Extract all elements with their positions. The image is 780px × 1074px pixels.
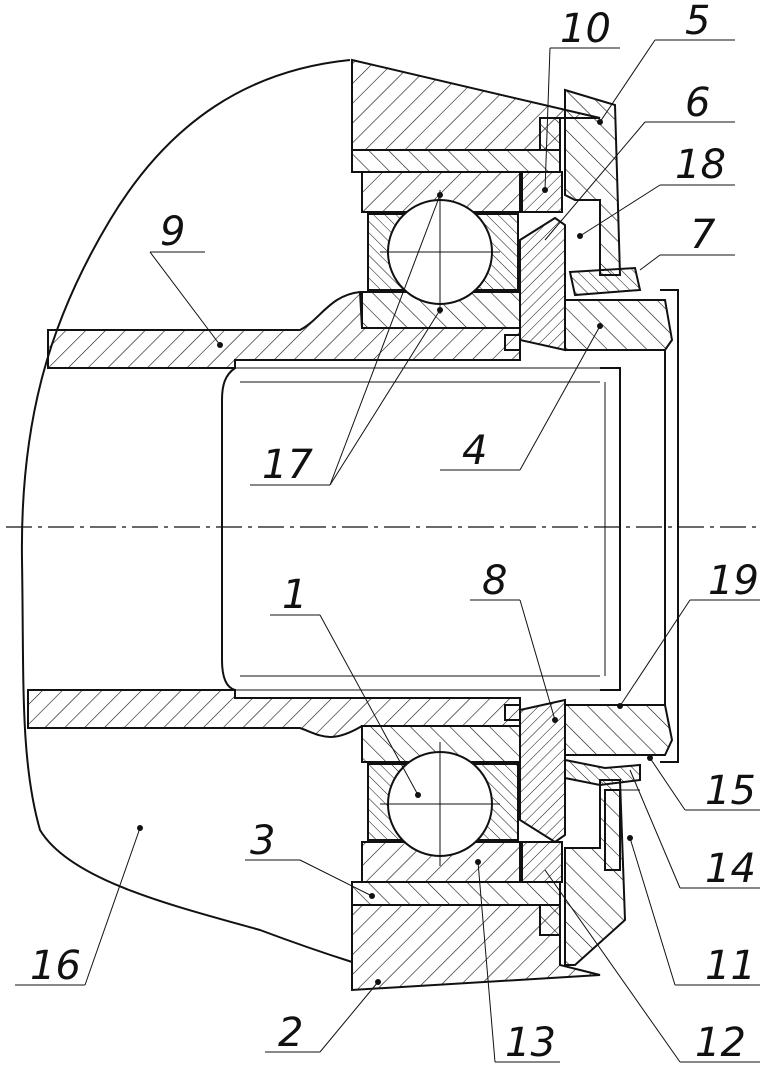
end-plate [660,289,679,763]
bearing-outer-race-top [361,171,521,213]
leader-dots [137,119,653,985]
seal-lip-bottom [504,704,521,721]
sleeve-top [351,117,561,173]
callout-8: 8 [482,558,507,604]
callout-2: 2 [278,1010,303,1056]
cover-top [564,88,622,276]
spacer-ring-10 [521,171,563,213]
callout-12: 12 [695,1020,746,1066]
seal-lip-top [504,334,521,351]
housing-break-outline [20,59,353,963]
housing-top [351,58,601,151]
retaining-ring-11 [604,789,621,871]
callout-19: 19 [708,558,759,604]
callout-14: 14 [705,846,756,892]
callout-9: 9 [160,209,185,255]
flange-top [564,299,674,351]
callout-5: 5 [685,0,710,44]
callout-3: 3 [250,818,275,864]
nut-7 [568,266,642,297]
callout-15: 15 [705,768,756,814]
tube-bottom-wall [27,689,521,738]
cover-bottom [564,779,627,966]
seal-8 [519,698,566,844]
callout-11: 11 [705,943,756,989]
callout-7: 7 [690,212,716,258]
callout-1: 1 [282,572,307,618]
tube-bore [221,367,236,691]
tube-top-wall [47,290,521,369]
callout-13: 13 [505,1020,556,1066]
callout-6: 6 [685,80,710,126]
callout-17: 17 [262,442,313,488]
callout-18: 18 [675,142,726,188]
spacer-ring-12 [521,841,563,883]
washer-14 [564,758,641,787]
flange-bottom [564,704,674,756]
leader-lines [15,39,760,1063]
callout-4: 4 [462,428,487,474]
seal-6 [519,216,566,352]
callout-16: 16 [30,943,81,989]
callout-10: 10 [560,6,611,52]
housing-bottom [351,904,601,992]
